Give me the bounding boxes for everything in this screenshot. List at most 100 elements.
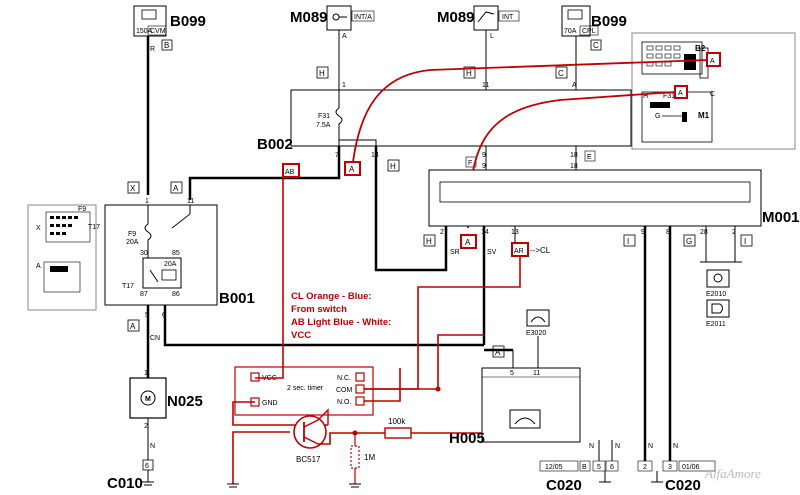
svg-text:N: N [673,443,678,450]
svg-text:18: 18 [570,163,578,170]
svg-text:1: 1 [342,82,346,89]
m089-left-switch: M089 INT/A A [290,5,375,40]
svg-text:COM: COM [336,387,353,394]
svg-text:I: I [744,237,746,246]
m089-right-switch: M089 INT L [437,5,520,40]
svg-text:INT: INT [502,14,514,21]
svg-text:11: 11 [187,198,194,205]
svg-text:70A: 70A [564,28,577,35]
svg-text:A: A [678,90,683,97]
svg-text:2 sec. timer: 2 sec. timer [287,385,324,392]
svg-text:N: N [615,443,620,450]
svg-text:A: A [36,263,41,270]
note-switch: From switch [291,304,347,315]
svg-text:A: A [572,82,577,89]
svg-text:T17: T17 [122,283,134,290]
svg-text:85: 85 [172,250,180,257]
svg-text:N025: N025 [167,393,203,410]
svg-text:B001: B001 [219,290,255,307]
svg-text:5: 5 [510,370,514,377]
n025-motor [129,377,167,419]
svg-text:11: 11 [482,82,489,89]
svg-text:2: 2 [643,464,647,471]
svg-text:A: A [710,58,715,65]
svg-text:SV: SV [487,249,497,256]
svg-text:2: 2 [144,423,148,430]
svg-text:E2011: E2011 [706,321,726,328]
inset-top-fusebox: B2 C H G F31 M1 [631,32,796,150]
svg-text:7.5A: 7.5A [316,122,331,129]
svg-text:A: A [465,238,471,247]
h005-module [481,367,581,443]
svg-text:9: 9 [641,229,645,236]
svg-text:F9: F9 [78,206,86,213]
svg-text:A: A [349,165,355,174]
svg-text:B002: B002 [257,136,293,153]
e3020-lamp: E3020 [526,309,550,337]
svg-text:C020: C020 [665,477,701,494]
svg-text:B: B [164,41,169,50]
svg-text:9: 9 [482,163,486,170]
svg-text:M089: M089 [437,9,475,26]
b099-left-fuse: 150A CVM B099 B R [133,5,206,53]
c020-right-ground: N N 2 3 01/06 C020 [637,443,716,494]
svg-text:CPL: CPL [582,28,596,35]
b099-left-label: B099 [170,13,206,30]
svg-text:M001: M001 [762,209,800,226]
svg-text:CVM: CVM [150,28,166,35]
svg-text:-->CL: -->CL [530,246,551,255]
svg-text:CN: CN [150,335,160,342]
e2011-lamp: E2011 [706,299,730,328]
svg-text:C: C [558,69,564,78]
svg-text:A: A [173,184,179,193]
svg-text:9: 9 [482,152,486,159]
svg-text:A: A [130,322,136,331]
svg-text:BC517: BC517 [296,455,321,464]
svg-text:M089: M089 [290,9,328,26]
svg-text:F31: F31 [663,93,675,100]
svg-text:AB: AB [285,169,295,176]
svg-text:G: G [655,113,660,120]
svg-text:87: 87 [140,291,148,298]
svg-text:11: 11 [533,370,540,377]
svg-text:AR: AR [514,248,524,255]
note-cl: CL Orange - Blue: [291,291,372,302]
c020-left-ground: N N 12/05 B 5 6 C020 [539,440,620,494]
svg-text:R: R [150,46,155,53]
svg-text:20A: 20A [164,261,177,268]
svg-text:H: H [426,237,432,246]
svg-text:20A: 20A [126,239,139,246]
svg-text:N.O.: N.O. [337,399,351,406]
svg-text:H005: H005 [449,430,485,447]
svg-text:X: X [130,184,136,193]
svg-text:N: N [150,443,155,450]
svg-text:H: H [390,162,396,171]
svg-text:8: 8 [666,229,670,236]
svg-text:3: 3 [668,464,672,471]
svg-text:F: F [468,160,472,167]
svg-text:E2010: E2010 [706,291,726,298]
svg-text:H: H [643,93,648,100]
svg-text:M1: M1 [698,111,710,120]
svg-text:N: N [589,443,594,450]
svg-text:2: 2 [732,229,736,236]
svg-text:6: 6 [145,463,149,470]
svg-text:N: N [648,443,653,450]
svg-text:X: X [36,225,41,232]
note-ab: AB Light Blue - White: [291,317,391,328]
svg-text:N.C.: N.C. [337,375,351,382]
svg-text:30: 30 [140,250,148,257]
svg-text:A: A [495,348,501,357]
svg-text:SR: SR [450,249,460,256]
svg-text:27: 27 [440,229,448,236]
svg-text:E: E [587,154,592,161]
bc517-transistor [293,415,327,449]
svg-text:01/06: 01/06 [682,464,700,471]
svg-text:F31: F31 [318,113,330,120]
b099-right-fuse: 70A CPL B099 C [561,5,627,51]
svg-text:150A: 150A [136,28,153,35]
svg-text:L: L [490,33,494,40]
svg-text:100k: 100k [388,417,406,426]
svg-text:GND: GND [262,400,278,407]
svg-text:M: M [145,396,151,403]
